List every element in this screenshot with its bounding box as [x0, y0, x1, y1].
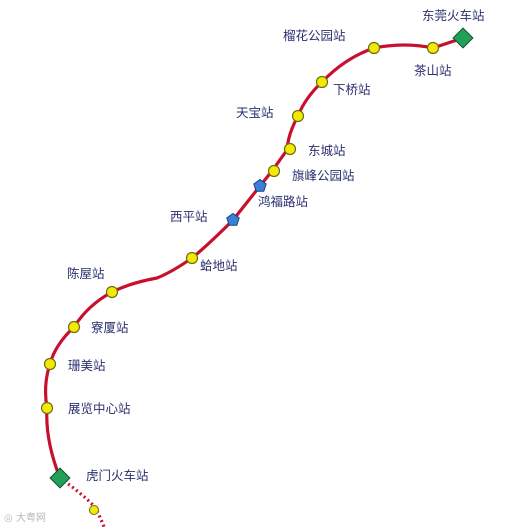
station-label: 西平站 — [170, 209, 208, 224]
station-marker — [226, 212, 240, 226]
station-marker — [315, 75, 329, 89]
station-marker — [43, 357, 57, 371]
station-marker — [49, 467, 71, 489]
station-marker — [185, 251, 199, 265]
station-label: 陈屋站 — [67, 266, 105, 281]
station-marker — [67, 320, 81, 334]
station-label: 下桥站 — [333, 82, 371, 97]
station-label: 展览中心站 — [68, 401, 131, 416]
extension-station-marker — [89, 505, 99, 515]
station-label: 虎门火车站 — [86, 468, 149, 483]
station-label: 东莞火车站 — [422, 8, 485, 23]
station-label: 旗峰公园站 — [292, 168, 355, 183]
station-marker — [253, 178, 267, 192]
station-marker — [426, 41, 440, 55]
station-label: 蛤地站 — [200, 258, 238, 273]
station-marker — [452, 27, 474, 49]
watermark: ◎ 大粤网 — [4, 511, 46, 524]
metro-line-extension — [59, 476, 106, 527]
station-marker — [40, 401, 54, 415]
station-marker — [283, 142, 297, 156]
station-marker — [105, 285, 119, 299]
station-label: 榴花公园站 — [283, 28, 346, 43]
station-label: 鸿福路站 — [258, 194, 308, 209]
station-marker — [291, 109, 305, 123]
station-marker — [367, 41, 381, 55]
station-label: 天宝站 — [236, 105, 274, 120]
station-marker — [267, 164, 281, 178]
station-label: 珊美站 — [68, 358, 106, 373]
station-label: 寮厦站 — [91, 320, 129, 335]
watermark-icon: ◎ — [4, 513, 13, 524]
watermark-text: 大粤网 — [16, 511, 46, 524]
station-label: 东城站 — [308, 143, 346, 158]
station-label: 茶山站 — [414, 63, 452, 78]
